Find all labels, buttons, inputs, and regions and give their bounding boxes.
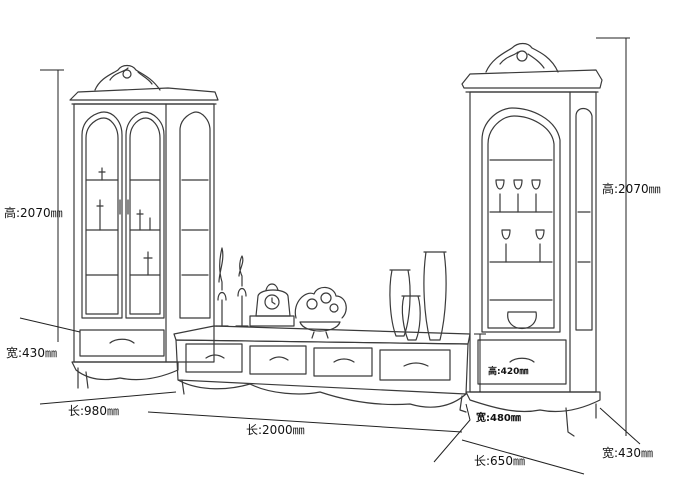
tv-stand-drawer-3 bbox=[313, 347, 373, 377]
tv-stand-height-label: 高:420㎜ bbox=[488, 367, 529, 377]
left-side-glass bbox=[179, 111, 211, 319]
right-cabinet-base bbox=[465, 391, 601, 413]
right-side-glass bbox=[575, 107, 593, 331]
left-cabinet-width-label: 宽:430㎜ bbox=[6, 346, 57, 360]
right-cabinet-length-label: 长:650㎜ bbox=[474, 454, 525, 468]
tv-stand-drawer-4 bbox=[379, 349, 451, 381]
vase-1 bbox=[389, 269, 411, 337]
left-height-line bbox=[40, 69, 64, 342]
right-width-line bbox=[599, 407, 641, 445]
left-width-line bbox=[19, 317, 81, 333]
candlestick-1 bbox=[215, 247, 229, 327]
left-cabinet-body bbox=[73, 103, 215, 363]
tv-stand-skirt bbox=[177, 379, 467, 408]
mantel-clock bbox=[249, 283, 295, 327]
candlestick-2 bbox=[235, 255, 249, 327]
right-glass-door bbox=[481, 107, 561, 333]
tv-stand-height-line bbox=[474, 333, 486, 392]
tv-stand-length-line bbox=[147, 411, 463, 433]
left-cabinet-height-label: 高:2070㎜ bbox=[4, 206, 63, 220]
right-height-line bbox=[596, 37, 630, 436]
left-cabinet-base bbox=[71, 361, 179, 381]
left-cabinet bbox=[69, 64, 219, 389]
right-cabinet-drawer bbox=[477, 339, 567, 385]
left-length-line bbox=[39, 391, 177, 405]
right-length-line bbox=[461, 439, 585, 475]
vase-3 bbox=[423, 251, 447, 341]
left-cabinet-drawer bbox=[79, 329, 165, 357]
tv-stand-length-label: 长:2000㎜ bbox=[246, 423, 305, 437]
right-cabinet bbox=[461, 42, 603, 437]
left-cabinet-length-label: 长:980㎜ bbox=[68, 404, 119, 418]
flower-bowl bbox=[294, 286, 347, 339]
tv-stand-top bbox=[173, 325, 471, 345]
right-cabinet-height-label: 高:2070㎜ bbox=[602, 182, 661, 196]
tv-stand bbox=[173, 325, 471, 413]
left-crown-carving bbox=[94, 64, 161, 91]
tv-stand-width-label: 宽:480㎜ bbox=[476, 413, 521, 424]
left-glass-door-1 bbox=[81, 111, 123, 319]
tv-stand-drawer-1 bbox=[185, 343, 243, 373]
right-crown-carving bbox=[485, 42, 559, 73]
decor-items bbox=[215, 247, 447, 341]
right-cabinet-width-label: 宽:430㎜ bbox=[602, 446, 653, 460]
left-glass-door-2 bbox=[125, 111, 165, 319]
tv-stand-drawer-2 bbox=[249, 345, 307, 375]
tv-stand-width-line bbox=[433, 403, 471, 463]
vase-2 bbox=[401, 295, 421, 341]
right-cornice bbox=[461, 69, 603, 89]
left-cornice bbox=[69, 87, 219, 101]
